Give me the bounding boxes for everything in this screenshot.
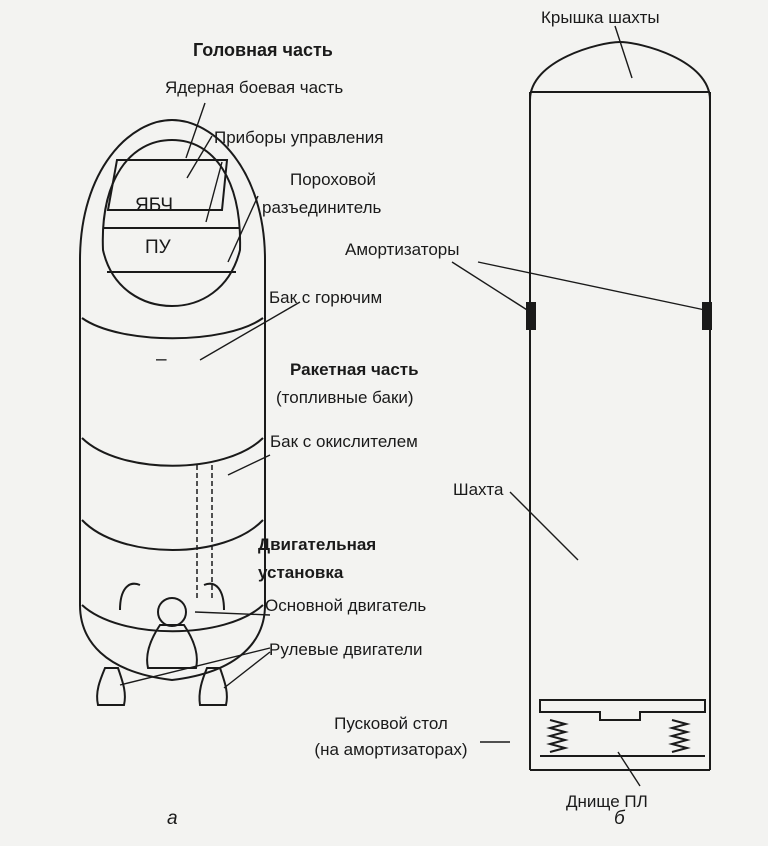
head-section-label: Головная часть xyxy=(193,40,333,60)
control-abbreviation: ПУ xyxy=(145,237,171,258)
separator-label-line1: Пороховой xyxy=(290,170,376,189)
tank-divider-dome xyxy=(81,437,264,467)
absorber-left xyxy=(526,302,536,330)
control-instruments-label: Приборы управления xyxy=(214,128,384,147)
shock-absorbers-label: Амортизаторы xyxy=(345,240,460,259)
silo-cover-label: Крышка шахты xyxy=(541,8,660,27)
fuel-tank-marker: – xyxy=(156,349,167,370)
fuel-tank-label: Бак с горючим xyxy=(269,288,383,307)
warhead-box xyxy=(106,159,229,211)
oxidizer-tank-dome xyxy=(81,519,264,551)
steering-engine-right xyxy=(198,667,228,706)
launch-table-label-line1: Пусковой стол xyxy=(334,714,448,733)
oxidizer-tank-label: Бак с окислителем xyxy=(270,432,418,451)
fuel-tank-dome xyxy=(81,317,264,340)
rocket-leader-lines xyxy=(119,102,510,743)
propulsion-label-line2: установка xyxy=(258,563,344,582)
rocket-section-sub-label: (топливные баки) xyxy=(276,388,414,407)
propulsion-label-line1: Двигательная xyxy=(258,535,377,554)
main-engine-chamber xyxy=(157,597,187,627)
absorber-right xyxy=(702,302,712,330)
steering-engines-label: Рулевые двигатели xyxy=(269,640,423,659)
launch-table xyxy=(539,699,706,721)
rocket-body-outline xyxy=(79,118,266,682)
main-engine-nozzle xyxy=(146,624,198,669)
steering-engine-left xyxy=(96,667,126,706)
silo-caption: б xyxy=(614,808,625,829)
launch-table-label-line2: (на амортизаторах) xyxy=(314,740,468,759)
main-engine-label: Основной двигатель xyxy=(265,596,427,615)
warhead-abbreviation: ЯБЧ xyxy=(135,195,173,216)
shaft-label: Шахта xyxy=(453,480,504,499)
rocket-drawing xyxy=(79,118,266,706)
silo-drawing xyxy=(529,40,711,771)
separator-label-line2: разъединитель xyxy=(262,198,382,217)
silo-leader-lines xyxy=(451,25,706,787)
rocket-section-label: Ракетная часть xyxy=(290,360,419,379)
spring-right xyxy=(668,719,691,753)
sub-bottom-label: Днище ПЛ xyxy=(566,792,648,811)
warhead-label: Ядерная боевая часть xyxy=(165,78,344,97)
head-section-outline xyxy=(101,138,242,308)
rocket-caption: а xyxy=(167,808,178,829)
spring-left xyxy=(546,719,569,753)
